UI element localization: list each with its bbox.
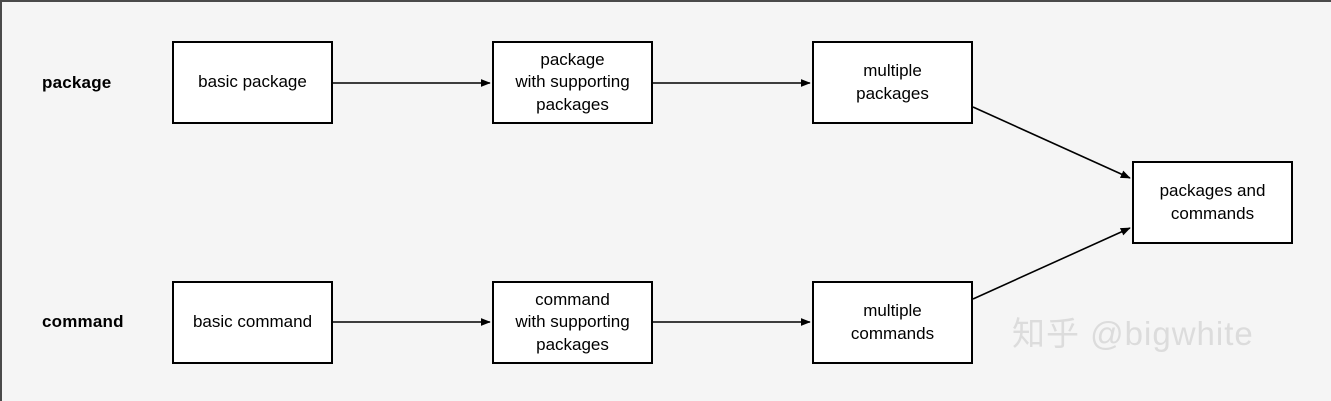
node-multiple-packages[interactable]: multiple packages	[812, 41, 973, 124]
edge-multiple-packages-to-final	[972, 106, 1131, 179]
watermark: 知乎 @bigwhite	[1012, 315, 1254, 352]
command-row-label: command	[42, 312, 124, 331]
node-multiple-commands[interactable]: multiple commands	[812, 281, 973, 364]
package-row-label: package	[42, 73, 112, 92]
edge-multiple-commands-to-final	[972, 227, 1131, 300]
node-packages-and-commands[interactable]: packages and commands	[1132, 161, 1293, 244]
node-basic-command[interactable]: basic command	[172, 281, 333, 364]
node-command-with-supporting-packages[interactable]: command with supporting packages	[492, 281, 653, 364]
node-package-with-supporting-packages[interactable]: package with supporting packages	[492, 41, 653, 124]
node-basic-package[interactable]: basic package	[172, 41, 333, 124]
